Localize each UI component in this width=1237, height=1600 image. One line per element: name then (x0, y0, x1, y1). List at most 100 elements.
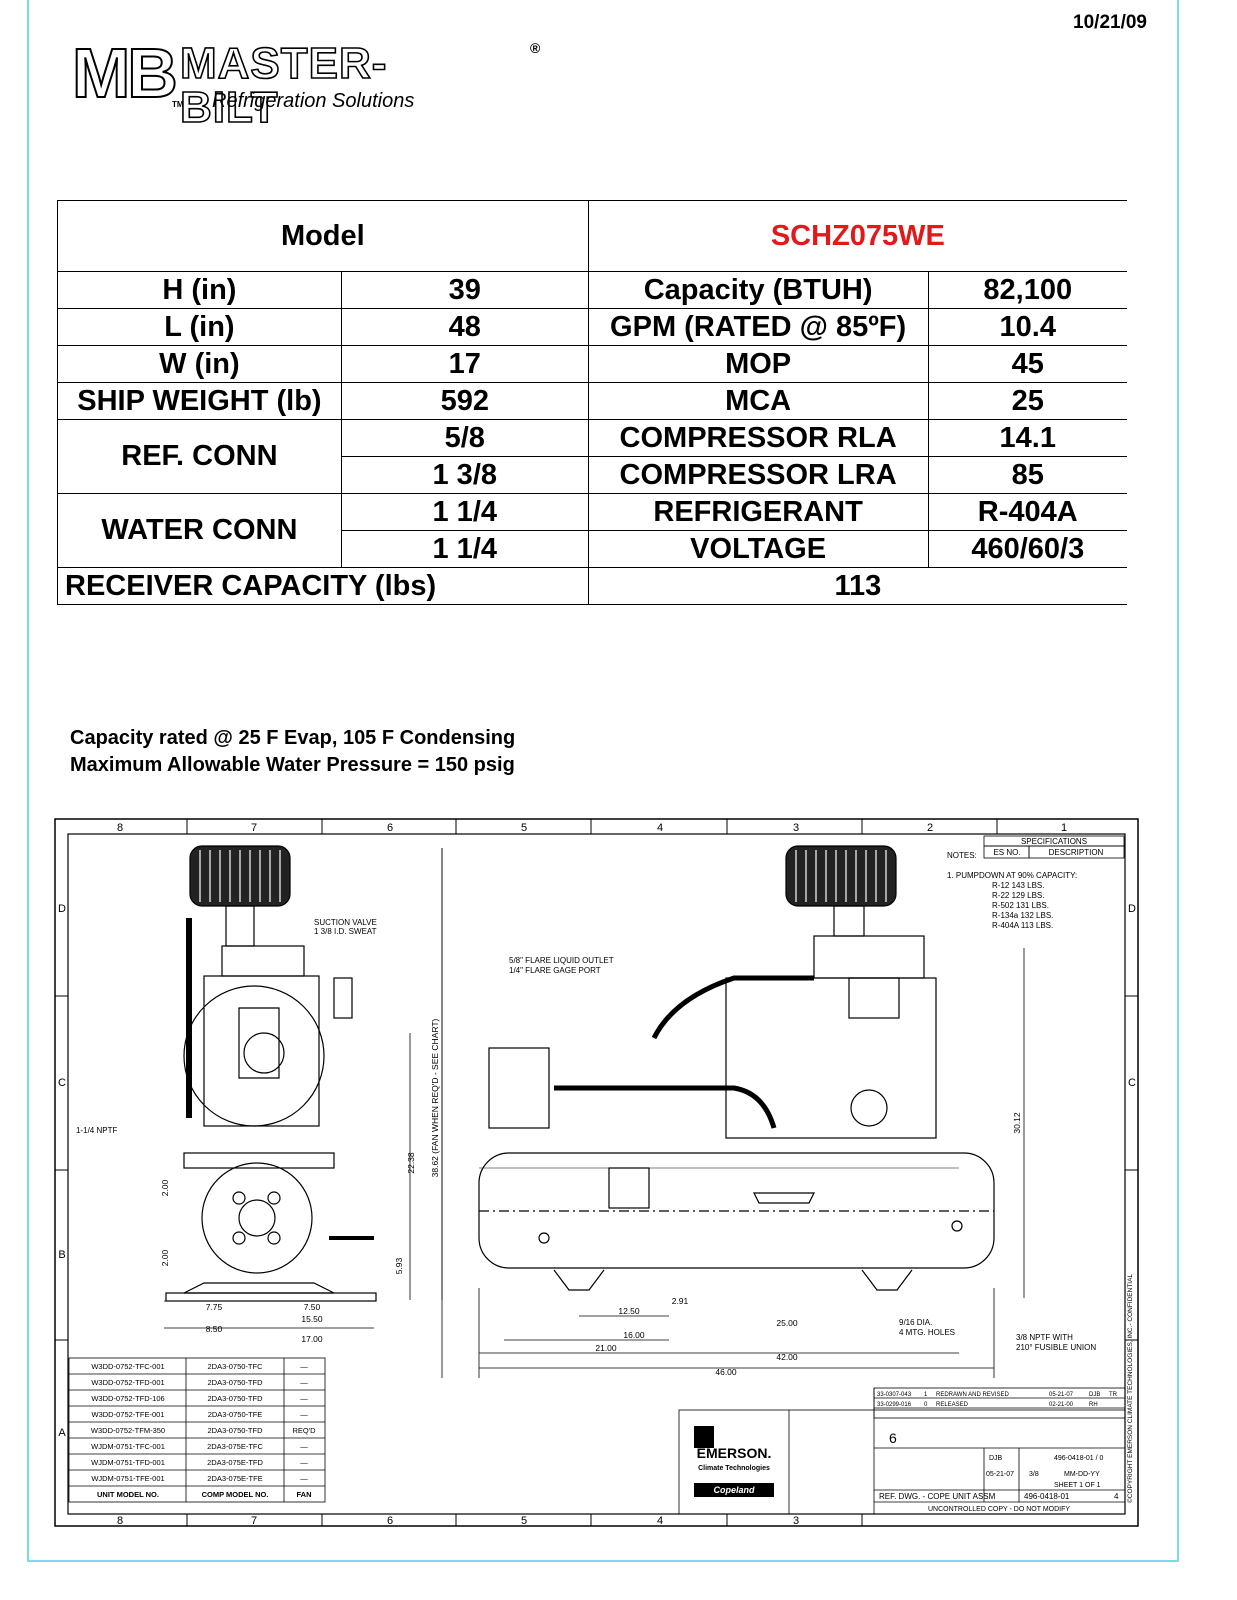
dimension-label: 15.50 (301, 1314, 323, 1324)
spec-row: L (in) 48 GPM (RATED @ 85ºF) 10.4 (57, 308, 1127, 346)
zone-label: 4 (657, 1515, 663, 1527)
holes-label: 4 MTG. HOLES (899, 1328, 955, 1337)
model-cell: — (300, 1458, 308, 1467)
spec-right-label: REFRIGERANT (587, 493, 929, 531)
flare-label: 5/8" FLARE LIQUID OUTLET (509, 956, 614, 965)
side-view (165, 845, 377, 1302)
ref-conn-label: REF. CONN (57, 419, 342, 494)
spec-row: SHIP WEIGHT (lb) 592 MCA 25 (57, 382, 1127, 420)
spec-right-value: 45 (927, 345, 1127, 383)
rating-notes: Capacity rated @ 25 F Evap, 105 F Conden… (70, 725, 515, 779)
rev-cell: 02-21-00 (1049, 1402, 1074, 1408)
zone-label: 1 (1061, 822, 1067, 834)
dimension-label: 17.00 (301, 1334, 323, 1344)
spec-right-label: VOLTAGE (587, 530, 929, 568)
model-cell: WJDM-0751-TFE-001 (91, 1474, 164, 1483)
reference-number: 496-0418-01 / 0 (1054, 1455, 1104, 1462)
spec-row: RECEIVER CAPACITY (lbs) 113 (57, 567, 1127, 605)
scale: 3/8 (1029, 1471, 1039, 1478)
zone-label: 6 (387, 822, 393, 834)
water-conn-label: WATER CONN (57, 493, 342, 568)
zone-label: C (58, 1077, 66, 1089)
drawing-title: REF. DWG. - COPE UNIT ASSM (879, 1492, 996, 1501)
model-table: W3DD-0752-TFC-001 2DA3-0750-TFC — W3DD-0… (68, 1357, 326, 1503)
dimension-label: 46.00 (715, 1367, 737, 1377)
spec-row: 1 1/4 VOLTAGE 460/60/3 (58, 530, 1127, 568)
zone-label: 5 (521, 1515, 527, 1527)
rev-cell: 05-21-07 (1049, 1392, 1074, 1398)
spec-right-value: 10.4 (927, 308, 1127, 346)
model-table-header: COMP MODEL NO. (202, 1490, 269, 1499)
copeland-logo: Copeland (713, 1485, 755, 1495)
emerson-subtitle: Climate Technologies (698, 1465, 770, 1472)
spec-row: H (in) 39 Capacity (BTUH) 82,100 (57, 271, 1127, 309)
logo-tagline: Refrigeration Solutions (212, 90, 415, 112)
rev-cell: DJB (1089, 1392, 1100, 1398)
spec-left-value: 17 (340, 345, 589, 383)
spec-header: SPECIFICATIONS (1021, 837, 1087, 846)
logo-reg: ® (530, 40, 541, 56)
zone-label: 8 (117, 1515, 123, 1527)
rev-cell: 1 (924, 1392, 928, 1398)
ref-conn-value: 5/8 (340, 419, 589, 457)
model-cell: WJDM-0751-TFC-001 (91, 1442, 165, 1451)
note-line: Capacity rated @ 25 F Evap, 105 F Conden… (70, 727, 516, 749)
dimension-label: 2.91 (672, 1296, 689, 1306)
zone-label: 5 (521, 822, 527, 834)
model-cell: W3DD-0752-TFD-106 (91, 1394, 164, 1403)
rev-cell: REDRAWN AND REVISED (936, 1392, 1009, 1398)
ref-conn-value: 1 3/8 (340, 456, 589, 494)
company-logo: MB TM MASTER-BILT ® Refrigeration Soluti… (71, 34, 540, 130)
zone-label: 8 (117, 822, 123, 834)
spec-row: WATER CONN 1 1/4 REFRIGERANT R-404A (57, 493, 1127, 568)
model-cell: 2DA3-0750-TFC (207, 1362, 263, 1371)
suction-label: SUCTION VALVE (314, 918, 377, 927)
spec-right-value: 25 (927, 382, 1127, 420)
es-no-header: ES NO. (993, 848, 1020, 857)
receiver-label: RECEIVER CAPACITY (lbs) (57, 567, 589, 605)
spec-left-label: L (in) (57, 308, 342, 346)
zone-label: 3 (793, 822, 799, 834)
pumpdown-row: R-12 143 LBS. (992, 881, 1044, 890)
spec-right-label: MOP (587, 345, 929, 383)
model-cell: — (300, 1442, 308, 1451)
rev-cell: 0 (924, 1402, 928, 1408)
zone-label: B (58, 1249, 65, 1261)
logo-mark: MB (71, 34, 179, 112)
spec-left-label: H (in) (57, 271, 342, 309)
spec-left-value: 48 (340, 308, 589, 346)
rev-cell: RELEASED (936, 1402, 969, 1408)
pumpdown-row: R-404A 113 LBS. (992, 921, 1053, 930)
water-conn-value: 1 1/4 (340, 530, 589, 568)
logo-brand: MASTER-BILT (179, 39, 388, 132)
water-conn-value: 1 1/4 (340, 493, 589, 531)
zone-label: 6 (387, 1515, 393, 1527)
dimension-label: 16.00 (623, 1330, 645, 1340)
spec-table: Model SCHZ075WE H (in) 39 Capacity (BTUH… (57, 200, 1127, 605)
model-cell: — (300, 1394, 308, 1403)
spec-right-label: COMPRESSOR RLA (587, 419, 929, 457)
zone-label: D (58, 903, 66, 915)
model-cell: W3DD-0752-TFM-350 (91, 1426, 165, 1435)
model-cell: W3DD-0752-TFE-001 (92, 1410, 165, 1419)
rev-cell: 33-0299-016 (877, 1402, 912, 1408)
model-cell: 2DA3-075E-TFC (207, 1442, 263, 1451)
dimension-label: 2.00 (160, 1179, 170, 1196)
dimension-label: 22.38 (406, 1152, 416, 1174)
dimension-label: 42.00 (776, 1352, 798, 1362)
zone-label: 7 (251, 1515, 257, 1527)
spec-right-label: GPM (RATED @ 85ºF) (587, 308, 929, 346)
front-view (478, 845, 995, 1291)
zone-label: 3 (793, 1515, 799, 1527)
model-cell: — (300, 1474, 308, 1483)
drawn-by: DJB (989, 1455, 1003, 1462)
emerson-logo: EMERSON. (697, 1445, 772, 1461)
drawing-revision: 4 (1114, 1492, 1119, 1501)
union-label: 3/8 NPTF WITH (1016, 1333, 1073, 1342)
dimension-label: 7.50 (304, 1302, 321, 1312)
zone-label: A (58, 1427, 66, 1439)
zone-label: 7 (251, 822, 257, 834)
spec-right-value: 82,100 (927, 271, 1127, 309)
sheet-digit: 6 (889, 1430, 897, 1446)
dimension-label: 5.93 (394, 1257, 404, 1274)
